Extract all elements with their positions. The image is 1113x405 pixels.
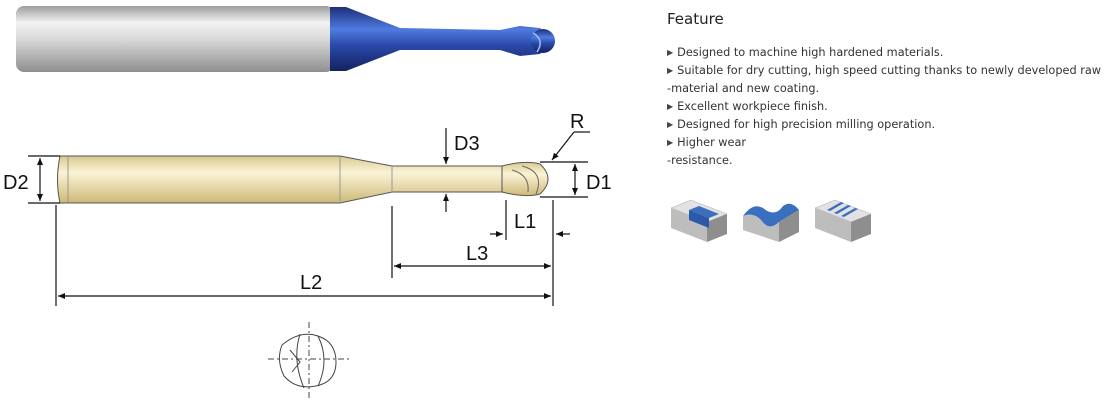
feature-item-continuation: -material and new coating.: [667, 82, 820, 95]
bullet-icon: ▶: [667, 120, 674, 129]
bullet-icon: ▶: [667, 102, 674, 111]
feature-item: ▶Excellent workpiece finish.: [667, 100, 828, 113]
label-d3: D3: [454, 133, 480, 155]
slot-milling-icon: [670, 199, 728, 242]
feature-item: ▶Designed to machine high hardened mater…: [667, 46, 944, 59]
end-mill-drawing: D2 D3 D1 R L1 L3 L2: [3, 6, 612, 398]
label-r: R: [570, 111, 584, 133]
tool-photo: [16, 6, 555, 72]
tool-outline: [57, 155, 549, 204]
feature-title: Feature: [667, 10, 724, 28]
application-icons: [667, 196, 887, 248]
dimension-lines: [28, 128, 590, 306]
grooving-icon: [814, 199, 872, 242]
bullet-icon: ▶: [667, 48, 674, 57]
feature-panel: Feature ▶Designed to machine high harden…: [667, 10, 1107, 170]
contour-milling-icon: [743, 203, 799, 242]
end-view-section: [268, 322, 350, 398]
drawing-area: D2 D3 D1 R L1 L3 L2: [3, 6, 612, 398]
label-l2: L2: [300, 272, 322, 294]
feature-item: ▶Designed for high precision milling ope…: [667, 118, 936, 131]
bullet-icon: ▶: [667, 138, 674, 147]
label-d1: D1: [586, 172, 612, 194]
feature-list: ▶Designed to machine high hardened mater…: [667, 44, 1107, 170]
label-l1: L1: [514, 211, 536, 233]
label-l3: L3: [466, 243, 488, 265]
feature-item-continuation: -resistance.: [667, 154, 733, 167]
feature-item: ▶Higher wear: [667, 136, 747, 149]
label-d2: D2: [3, 172, 29, 194]
feature-item: ▶Suitable for dry cutting, high speed cu…: [667, 64, 1102, 77]
bullet-icon: ▶: [667, 66, 674, 75]
